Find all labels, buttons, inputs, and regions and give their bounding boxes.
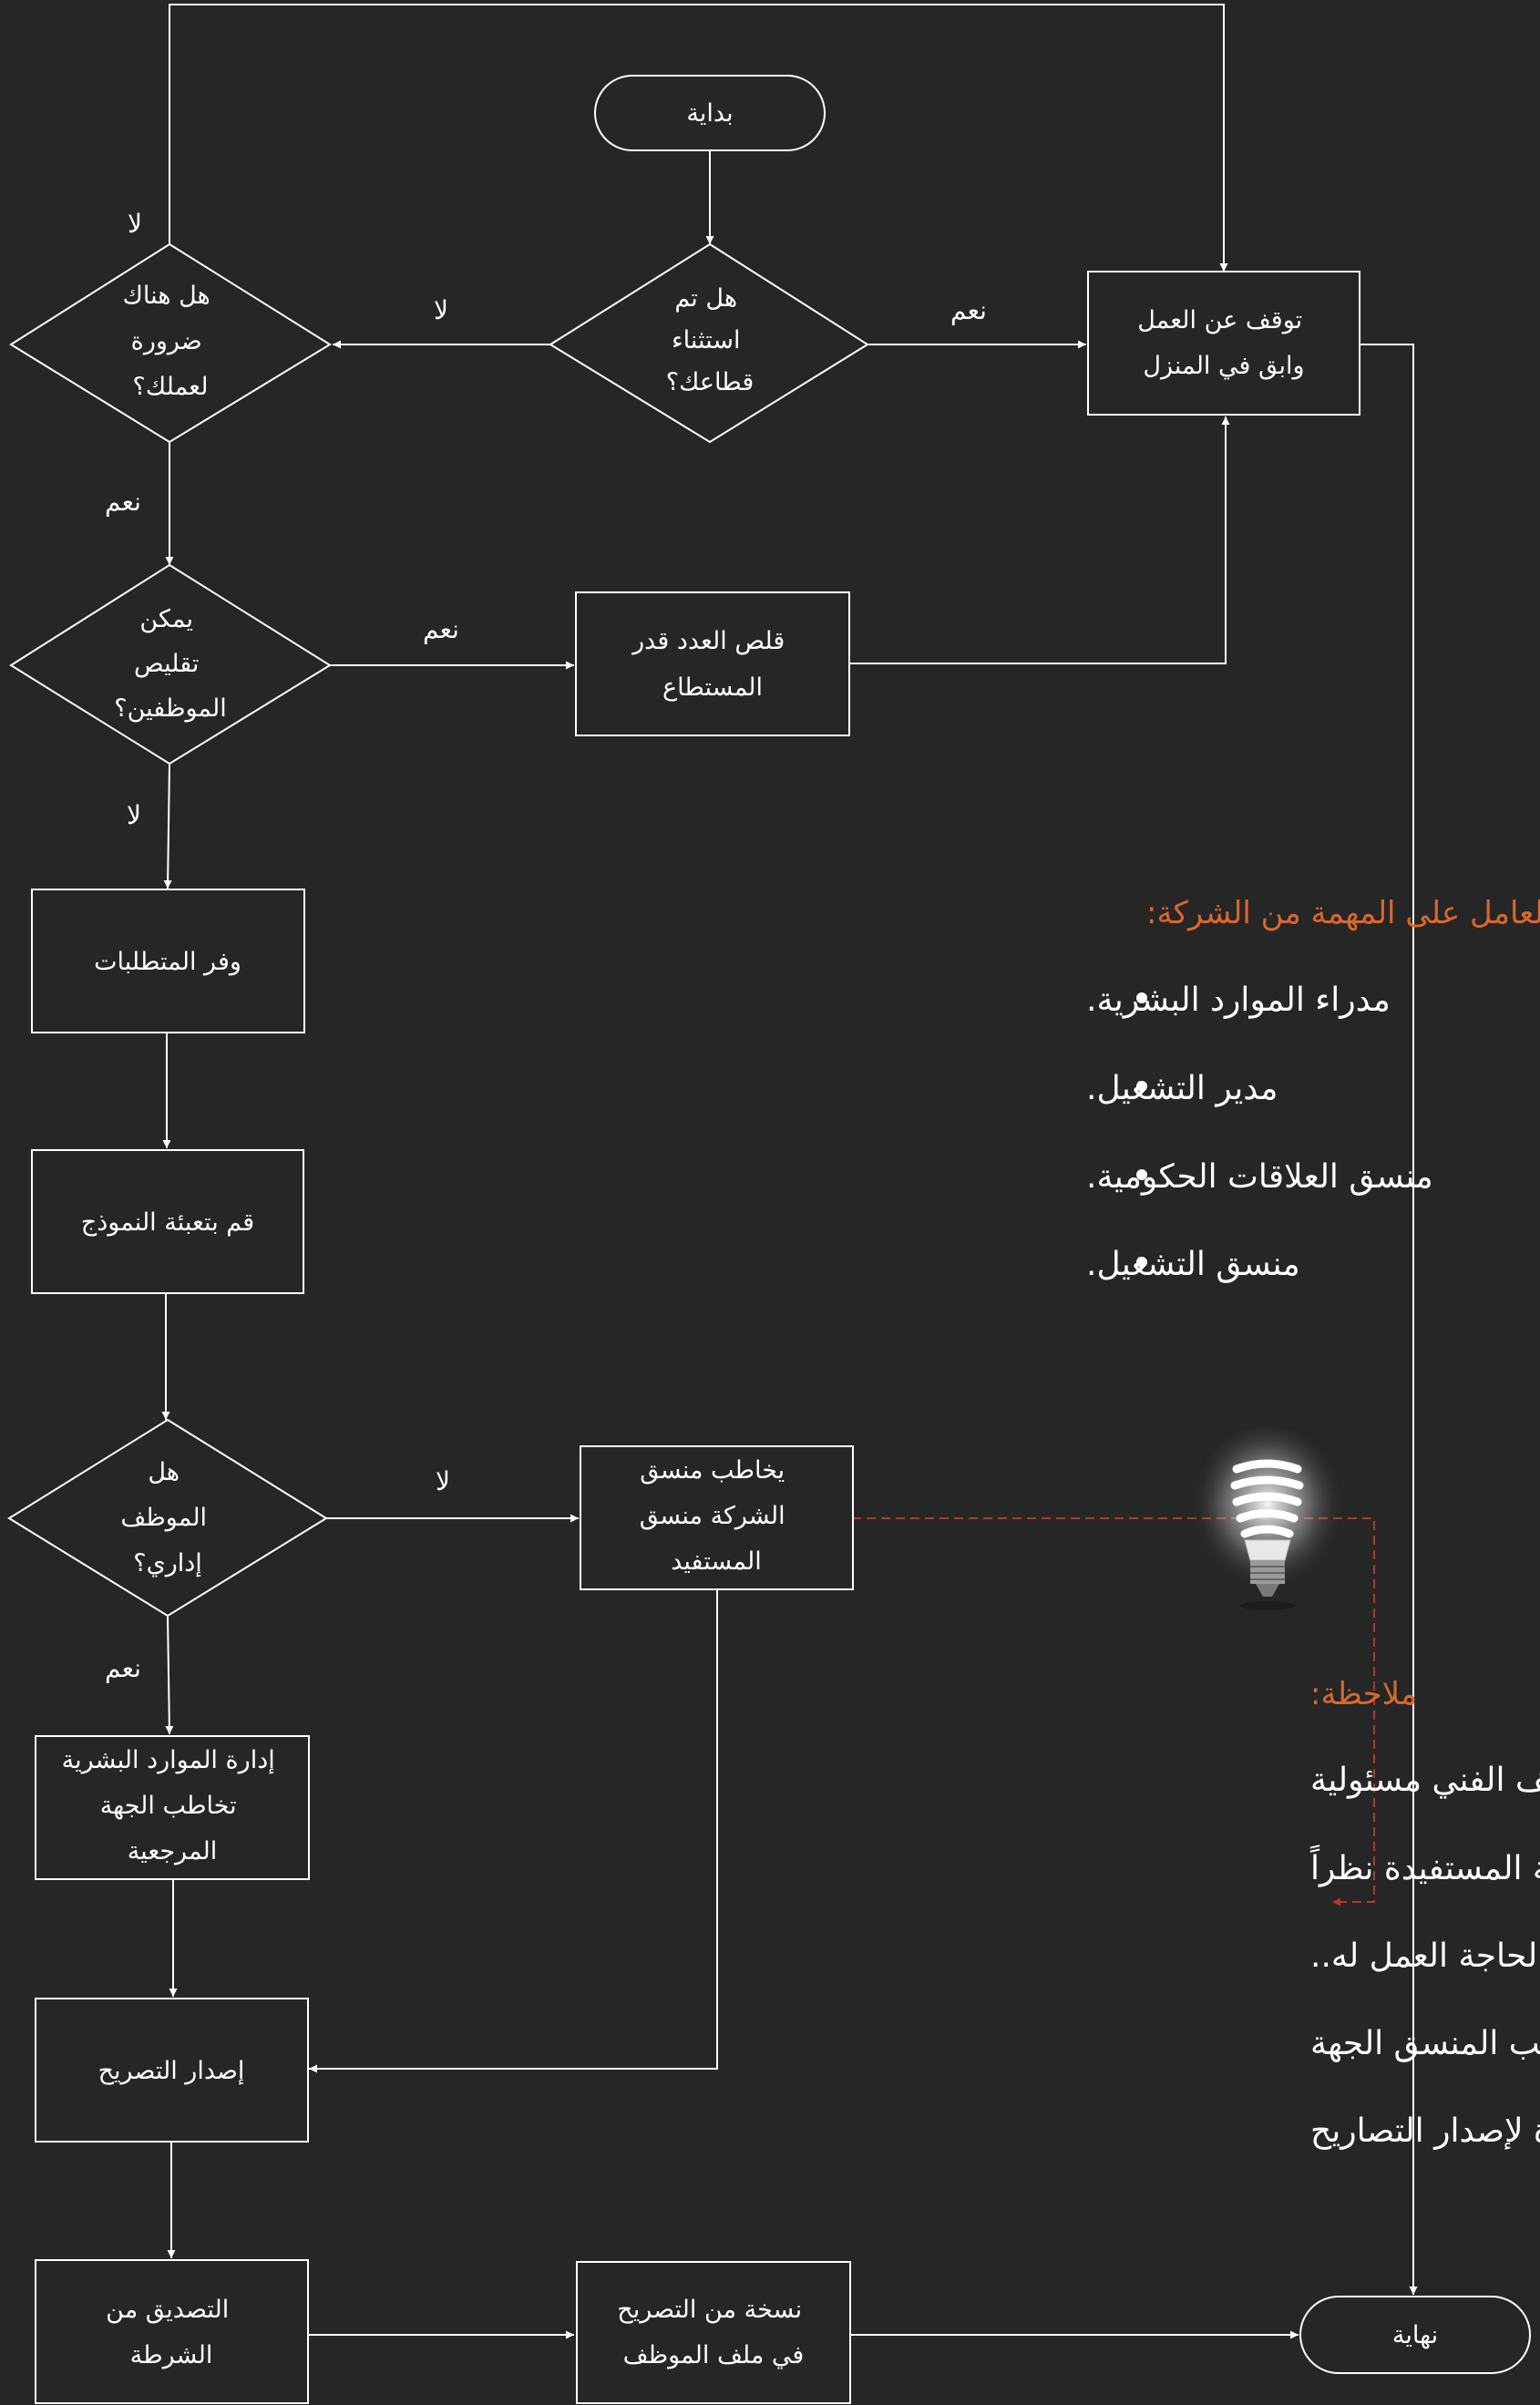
team-member: مدراء الموارد البشرية. [1086, 982, 1391, 1019]
team-member: منسق التشغيل. [1086, 1246, 1300, 1283]
process-hr-text: إدارة الموارد البشرية تخاطب الجهة المرجع… [62, 1746, 283, 1865]
team-bullet [1136, 1257, 1147, 1268]
team-bullet [1136, 1169, 1147, 1180]
start-terminal: بداية [594, 75, 826, 151]
edge-reduce-no [163, 763, 172, 889]
team-member: مدير التشغيل. [1086, 1070, 1278, 1107]
process-copy-file-text: نسخة من التصريح في ملف الموظف [617, 2296, 809, 2369]
process-fill-form: قم بتعبئة النموذج [31, 1149, 304, 1294]
process-issue-permit-text: إصدار التصريح [98, 2057, 245, 2085]
label-admin-yes: نعم [105, 1653, 141, 1683]
end-terminal: نهاية [1299, 2296, 1531, 2374]
note-line: لحاجة العمل له.. [1310, 1937, 1537, 1975]
decision-exempt: هل تم استثناء قطاعك؟ [549, 242, 869, 444]
decision-necessary: هل هناك ضرورة لعملك؟ [9, 242, 332, 444]
team-title: الفريق العامل على المهمة من الشركة: [1146, 895, 1540, 931]
note-panel: ملاحظة: الموظف الفني مسئولية الجهة المست… [1309, 1676, 1540, 2150]
team-bullet [1136, 992, 1147, 1003]
process-police-text: التصديق من الشرطة [106, 2296, 237, 2369]
decision-reduce-text: يمكن تقليص الموظفين؟ [114, 605, 226, 723]
start-label: بداية [686, 99, 733, 128]
process-reduce-count-text: قلص العدد قدر المستطاع [631, 627, 793, 702]
team-bullet [1136, 1081, 1147, 1092]
edge-reduce-count-to-stop [849, 416, 1230, 664]
process-hr: إدارة الموارد البشرية تخاطب الجهة المرجع… [35, 1735, 310, 1880]
note-title: ملاحظة: [1310, 1676, 1417, 1712]
label-reduce-yes: نعم [423, 614, 459, 644]
process-provide-requirements: وفر المتطلبات [31, 889, 305, 1033]
note-line: الجهة المستفيدة نظراً [1309, 1845, 1540, 1887]
process-coordinator-text: يخاطب منسق الشركة منسق المستفيد [640, 1456, 793, 1576]
decision-necessary-text: هل هناك ضرورة لعملك؟ [123, 282, 219, 401]
process-provide-requirements-text: وفر المتطلبات [94, 948, 241, 976]
lightbulb-icon [1190, 1426, 1345, 1610]
note-line: يخاطب المنسق الجهة [1310, 2025, 1540, 2062]
process-fill-form-text: قم بتعبئة النموذج [81, 1208, 254, 1237]
label-reduce-no: لا [127, 800, 141, 830]
dashed-note-connector [852, 1517, 1375, 1907]
edge-stop-to-end [1360, 344, 1418, 2295]
label-necessary-yes: نعم [105, 487, 141, 517]
team-panel: الفريق العامل على المهمة من الشركة: مدرا… [1086, 895, 1540, 1283]
process-stop-work: توقف عن العمل وابق في المنزل [1087, 271, 1360, 416]
label-exempt-no: لا [434, 295, 448, 325]
edge-necessary-no-loop [169, 4, 1228, 272]
decision-admin: هل الموظف إداري؟ [7, 1418, 328, 1618]
process-coordinator: يخاطب منسق الشركة منسق المستفيد [580, 1445, 854, 1590]
team-member: منسق العلاقات الحكومية. [1086, 1158, 1433, 1196]
process-police: التصديق من الشرطة [35, 2259, 309, 2404]
label-no-loop: لا [128, 209, 142, 239]
process-stop-work-text: توقف عن العمل وابق في المنزل [1137, 306, 1310, 380]
decision-reduce: يمكن تقليص الموظفين؟ [9, 563, 332, 766]
edge-admin-yes [165, 1615, 174, 1735]
process-issue-permit: إصدار التصريح [35, 1998, 309, 2143]
decision-exempt-text: هل تم استثناء قطاعك؟ [666, 284, 754, 396]
note-line: الموظف الفني مسئولية [1310, 1762, 1540, 1799]
label-admin-no: لا [436, 1466, 450, 1496]
process-copy-file: نسخة من التصريح في ملف الموظف [576, 2261, 851, 2404]
decision-admin-text: هل الموظف إداري؟ [120, 1458, 214, 1578]
connectors [161, 4, 1418, 2339]
note-line: المستفيدة لإصدار التصاريح [1310, 2112, 1540, 2150]
label-exempt-yes: نعم [950, 295, 987, 325]
edge-coordinator-to-issue [309, 1590, 718, 2073]
process-reduce-count: قلص العدد قدر المستطاع [575, 591, 850, 736]
end-label: نهاية [1392, 2321, 1438, 2349]
